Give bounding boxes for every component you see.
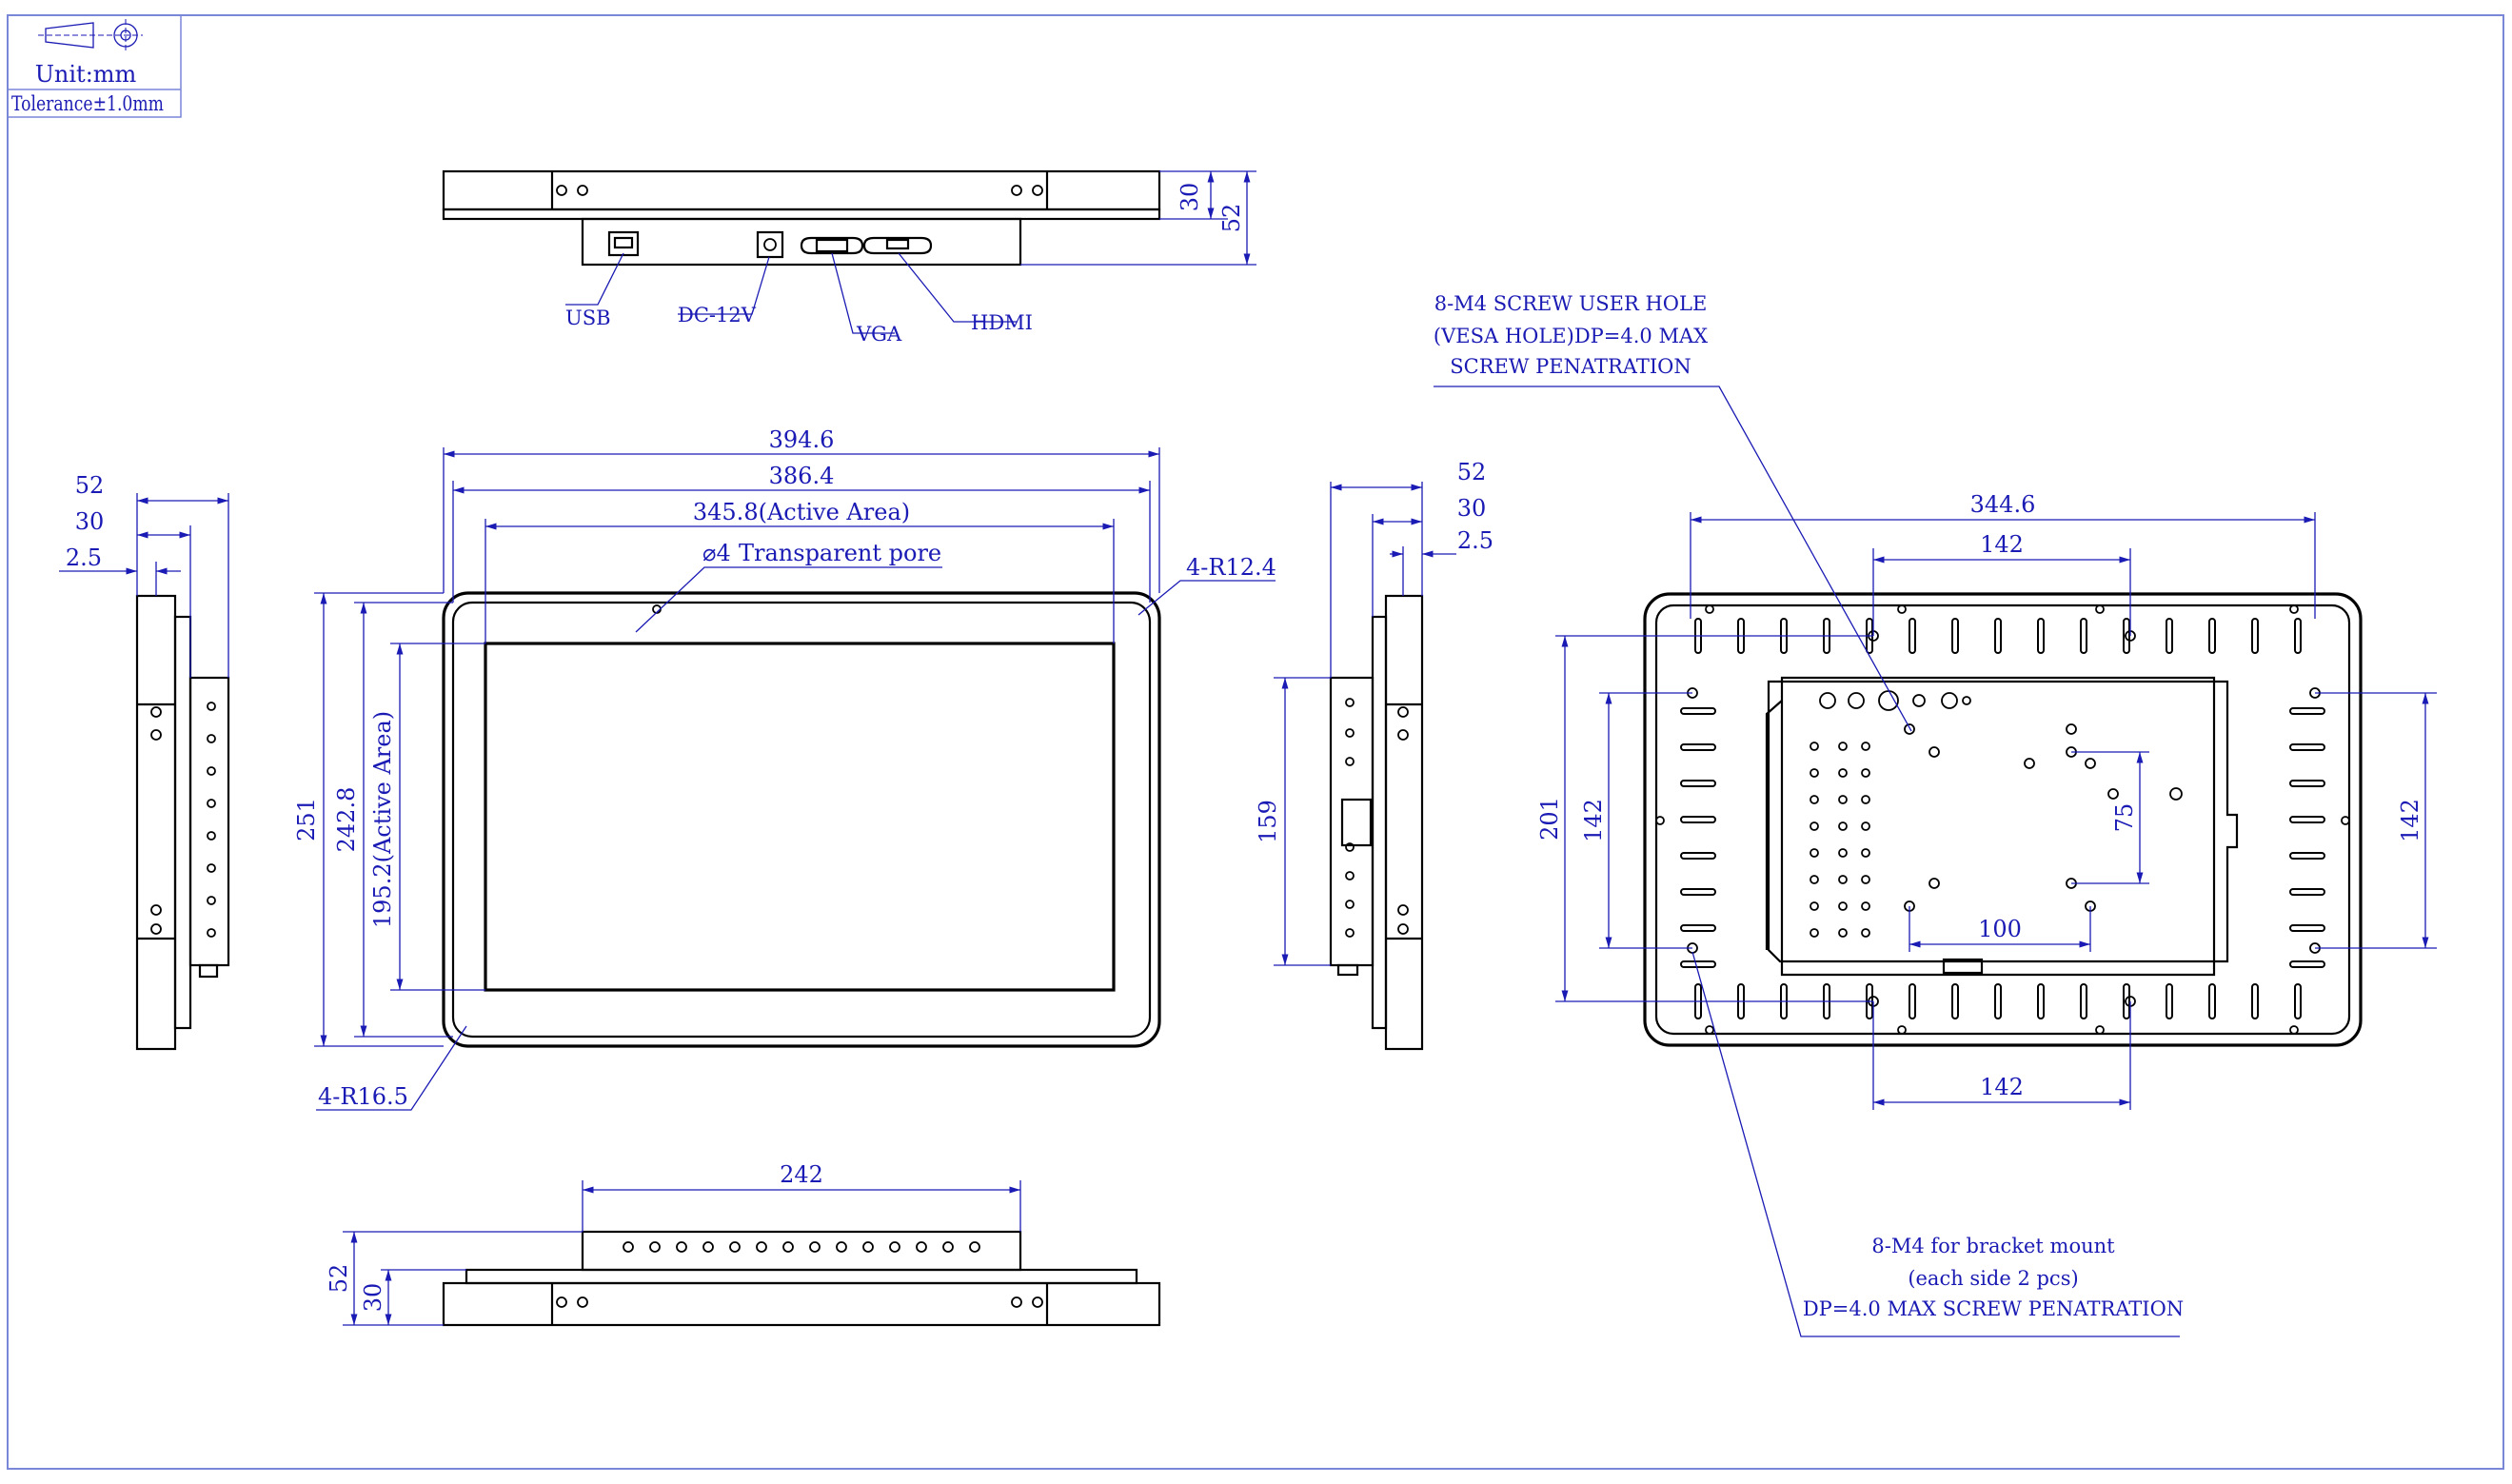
hdmi-label: HDMI (971, 311, 1033, 334)
projection-symbol-icon (38, 19, 143, 51)
front-corner-outer: 4-R12.4 (1186, 554, 1276, 581)
front-width-active: 345.8(Active Area) (693, 499, 910, 525)
right-side-view: 52 30 2.5 159 (1255, 459, 1493, 1051)
drawing-border (7, 14, 2504, 1470)
left-side-view: 52 30 2.5 (59, 472, 230, 1051)
title-block: Unit:mm Tolerance±1.0mm (7, 14, 182, 118)
front-corner-bezel: 4-R16.5 (318, 1083, 408, 1110)
vga-port-icon (800, 236, 864, 255)
right-dim-52: 52 (1457, 459, 1487, 485)
right-dim-2-5: 2.5 (1457, 527, 1493, 554)
pore-label: Transparent pore (739, 540, 941, 566)
top-view: USB DC-12V VGA HDMI 30 52 (442, 169, 1256, 346)
back-dim-201: 201 (1536, 797, 1563, 841)
back-dim-75: 75 (2111, 803, 2138, 833)
back-dim-100: 100 (1978, 916, 2022, 942)
front-width-bezel: 386.4 (769, 463, 835, 489)
back-view: 344.6 142 142 201 142 142 75 100 8-M4 SC… (1434, 292, 2437, 1337)
front-height-bezel: 242.8 (333, 787, 360, 853)
bottom-dim-242: 242 (780, 1161, 823, 1188)
bracket-note-line2: (each side 2 pcs) (1908, 1267, 2078, 1290)
vga-label: VGA (856, 323, 902, 346)
front-view: 394.6 386.4 345.8(Active Area) ⌀4 Transp… (293, 426, 1276, 1111)
internal-grid-holes (1810, 742, 1870, 938)
left-dim-2-5: 2.5 (66, 544, 102, 571)
vent-slots-left (1680, 707, 1716, 968)
vesa-note-line1: 8-M4 SCREW USER HOLE (1434, 292, 1708, 315)
bracket-note-line3: DP=4.0 MAX SCREW PENATRATION (1803, 1297, 2184, 1320)
back-width-total: 344.6 (1970, 491, 2036, 518)
bottom-view: 242 52 30 (326, 1161, 1161, 1327)
unit-label: Unit:mm (35, 61, 137, 88)
vesa-note-line3: SCREW PENATRATION (1450, 355, 1691, 378)
bottom-dim-30: 30 (360, 1283, 386, 1313)
back-dim-142-top: 142 (1980, 531, 2024, 558)
tolerance-label: Tolerance±1.0mm (11, 92, 164, 115)
front-height-outer: 251 (293, 798, 320, 841)
right-dim-30: 30 (1457, 495, 1487, 522)
bracket-note-line1: 8-M4 for bracket mount (1871, 1235, 2115, 1257)
front-height-active: 195.2(Active Area) (369, 711, 396, 928)
top-dim-30: 30 (1177, 183, 1203, 212)
right-dim-159: 159 (1255, 800, 1281, 843)
bottom-dim-52: 52 (326, 1264, 352, 1294)
back-dim-142-left: 142 (1580, 799, 1607, 842)
left-dim-30: 30 (75, 508, 105, 535)
back-dim-142-bottom: 142 (1980, 1074, 2024, 1100)
vesa-note-line2: (VESA HOLE)DP=4.0 MAX (1434, 325, 1708, 347)
dc-port-icon (756, 230, 784, 259)
back-dim-142-right: 142 (2397, 799, 2423, 842)
vent-slots-right (2289, 707, 2325, 968)
front-width-outer: 394.6 (769, 426, 835, 453)
pore-symbol: ⌀4 (702, 540, 731, 566)
top-dim-52: 52 (1218, 204, 1245, 233)
usb-port-icon (607, 230, 640, 257)
usb-label: USB (565, 307, 611, 329)
dc-label: DC-12V (678, 304, 757, 326)
left-dim-52: 52 (75, 472, 105, 499)
hdmi-port-icon (862, 236, 933, 255)
